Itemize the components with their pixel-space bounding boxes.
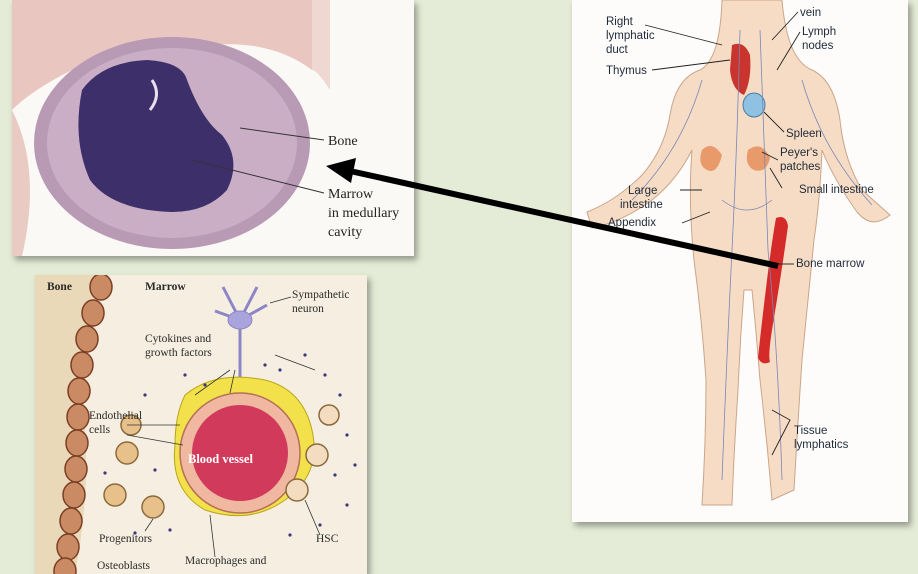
tissue-lymphatics-label-line2: lymphatics — [794, 439, 849, 451]
histology-image — [12, 0, 330, 256]
osteoblast-chain — [53, 275, 113, 574]
muscle-tissue-right — [312, 0, 330, 90]
bone-label: Bone — [328, 134, 358, 149]
muscle-tissue — [12, 0, 317, 110]
spleen-organ — [742, 92, 766, 118]
anatomy-pointer-lines — [644, 11, 801, 456]
sympathetic-label-line2: neuron — [292, 303, 324, 315]
spleen-label: Spleen — [786, 128, 822, 140]
femur-bone-marrow — [758, 217, 788, 364]
endothelial-label-line1: Endothelial — [89, 410, 143, 422]
sympathetic-label-line1: Sympathetic — [292, 289, 350, 301]
large-intestine-label-line2: intestine — [620, 199, 663, 211]
cavity-crack — [148, 79, 158, 111]
progenitor-cells — [103, 414, 165, 519]
anatomy-panel: vein Right lymphatic duct Thymus Lymph n… — [572, 0, 908, 522]
macrophages-label: Macrophages and — [185, 555, 267, 567]
hsc-label: HSC — [316, 533, 339, 545]
niche-illustration — [35, 275, 357, 574]
progenitors-label: Progenitors — [99, 533, 153, 545]
cytokine-dots — [103, 353, 357, 537]
bone-pointer-line — [239, 127, 325, 141]
blood-vessel — [192, 405, 288, 501]
marrow-label-line2: in medullary — [328, 206, 400, 221]
muscle-tissue-left — [12, 110, 30, 256]
endothelial-label-line2: cells — [89, 424, 111, 436]
medullary-cavity — [78, 60, 234, 212]
histology-panel: Bone Marrow in medullary cavity — [12, 0, 414, 256]
lymph-nodes-label-line1: Lymph — [802, 26, 837, 38]
niche-marrow-label: Marrow — [145, 281, 186, 293]
small-intestine-label: Small intestine — [799, 184, 874, 196]
sympathetic-neuron — [214, 286, 268, 390]
bone-marrow-label: Bone marrow — [796, 258, 865, 270]
appendix-label: Appendix — [608, 217, 656, 229]
niche-bone-label: Bone — [47, 281, 72, 293]
peyers-label-line2: patches — [780, 161, 821, 173]
marrow-pointer-line — [191, 159, 325, 194]
large-intestine-label-line1: Large — [628, 185, 658, 197]
niche-pointer-lines — [126, 296, 321, 558]
blood-vessel-label: Blood vessel — [188, 452, 253, 466]
marrow-label-line3: cavity — [328, 225, 363, 240]
large-intestine-organ — [700, 146, 722, 171]
thymus-label: Thymus — [606, 65, 647, 77]
right-lymphatic-label-line3: duct — [606, 44, 628, 56]
vein-label: vein — [800, 7, 822, 19]
right-lymphatic-label-line1: Right — [606, 16, 633, 28]
hsc-cells — [285, 404, 340, 502]
lymph-nodes-label-line2: nodes — [802, 40, 834, 52]
thymus-heart — [730, 43, 751, 95]
niche-panel: Bone Marrow Sympathetic neuron Cytokines… — [35, 275, 367, 574]
tissue-lymphatics-label-line1: Tissue — [794, 425, 828, 437]
cytokines-label-line1: Cytokines and — [145, 333, 212, 345]
peyers-label-line1: Peyer's — [780, 147, 818, 159]
cytokines-label-line2: growth factors — [145, 347, 212, 359]
marrow-label-line1: Marrow — [328, 187, 374, 202]
osteoblasts-label: Osteoblasts — [97, 560, 151, 572]
right-lymphatic-label-line2: lymphatic — [606, 30, 655, 42]
